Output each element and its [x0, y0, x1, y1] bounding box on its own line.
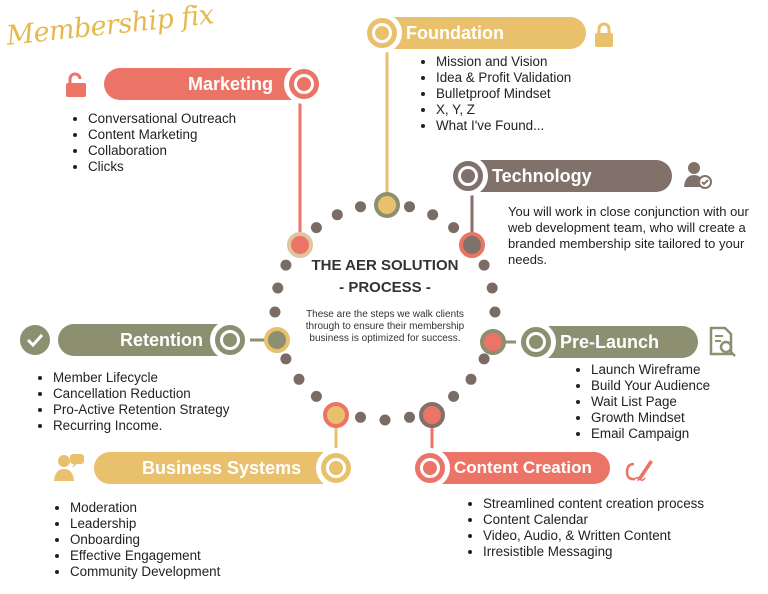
center-description: These are the steps we walk clients thro…: [305, 309, 465, 344]
marketing-title: Marketing: [188, 74, 274, 94]
marketing-list: Conversational Outreach Content Marketin…: [70, 111, 236, 175]
prelaunch-list: Launch Wireframe Build Your Audience Wai…: [573, 362, 710, 442]
lock-icon: [595, 22, 613, 47]
list-item: Idea & Profit Validation: [436, 70, 571, 86]
list-item: Cancellation Reduction: [53, 386, 229, 402]
list-item: Pro-Active Retention Strategy: [53, 402, 229, 418]
list-item: Onboarding: [70, 532, 220, 548]
foundation-node: [374, 192, 400, 218]
content-creation-list: Streamlined content creation process Con…: [465, 496, 704, 560]
foundation-title: Foundation: [406, 23, 504, 43]
ring-dot: [478, 353, 490, 365]
ring-dot: [478, 259, 490, 271]
ring-dot: [465, 373, 477, 385]
retention-list: Member Lifecycle Cancellation Reduction …: [35, 370, 229, 434]
list-item: Content Marketing: [88, 127, 236, 143]
list-item: Effective Engagement: [70, 548, 220, 564]
list-item: Wait List Page: [591, 394, 710, 410]
list-item: Launch Wireframe: [591, 362, 710, 378]
marketing-label: Marketing: [104, 64, 324, 104]
business-systems-ring-icon: [316, 448, 356, 488]
ring-dot: [486, 282, 498, 294]
prelaunch-ring-icon: [516, 322, 556, 362]
list-item: Clicks: [88, 159, 236, 175]
check-circle-icon: [20, 325, 50, 355]
retention-title: Retention: [120, 330, 203, 350]
retention-label: Retention: [58, 320, 250, 360]
ring-dot: [280, 353, 292, 365]
ring-dot: [404, 201, 415, 213]
technology-title: Technology: [492, 166, 592, 186]
ring-dot: [310, 222, 322, 234]
list-item: Leadership: [70, 516, 220, 532]
user-check-icon: [684, 162, 712, 189]
list-item: Collaboration: [88, 143, 236, 159]
list-item: Growth Mindset: [591, 410, 710, 426]
business-systems-label: Business Systems: [94, 448, 356, 488]
ring-dot: [331, 209, 343, 221]
technology-label: Technology: [448, 156, 672, 196]
ring-dot: [272, 282, 284, 294]
person-chat-icon: [54, 454, 84, 481]
center-title: THE AER SOLUTION: [311, 257, 459, 274]
list-item: Mission and Vision: [436, 54, 571, 70]
ring-dot: [355, 201, 366, 213]
content-creation-title: Content Creation: [454, 458, 592, 477]
list-item: Bulletproof Mindset: [436, 86, 571, 102]
technology-text: You will work in close conjunction with …: [508, 204, 749, 267]
list-item: Member Lifecycle: [53, 370, 229, 386]
prelaunch-node: [480, 329, 506, 355]
list-item: What I've Found...: [436, 118, 571, 134]
content-creation-node: [419, 402, 445, 428]
list-item: Conversational Outreach: [88, 111, 236, 127]
ring-dot: [310, 390, 322, 402]
list-item: Build Your Audience: [591, 378, 710, 394]
ring-dot: [427, 209, 439, 221]
list-item: Irresistible Messaging: [483, 544, 704, 560]
technology-ring-icon: [448, 156, 488, 196]
content-creation-label: Content Creation: [410, 448, 610, 488]
document-search-icon: [709, 326, 736, 357]
center-subtitle: - PROCESS -: [339, 279, 431, 296]
ring-dot: [448, 390, 460, 402]
ring-dot: [293, 373, 305, 385]
list-item: Content Calendar: [483, 512, 704, 528]
foundation-list: Mission and Vision Idea & Profit Validat…: [418, 54, 571, 134]
foundation-label: Foundation: [362, 13, 586, 53]
business-systems-node: [323, 402, 349, 428]
list-item: X, Y, Z: [436, 102, 571, 118]
pen-write-icon: [625, 460, 653, 482]
list-item: Moderation: [70, 500, 220, 516]
ring-dot: [355, 411, 366, 423]
list-item: Video, Audio, & Written Content: [483, 528, 704, 544]
unlock-icon: [66, 72, 86, 97]
content-creation-ring-icon: [410, 448, 450, 488]
marketing-ring-icon: [284, 64, 324, 104]
node-markers: [264, 192, 506, 428]
ring-dot: [448, 222, 460, 234]
ring-dot: [404, 411, 415, 423]
technology-node: [459, 232, 485, 258]
ring-dot: [489, 306, 501, 318]
marketing-node: [287, 232, 313, 258]
foundation-ring-icon: [362, 13, 402, 53]
list-item: Community Development: [70, 564, 220, 580]
retention-ring-icon: [210, 320, 250, 360]
business-systems-title: Business Systems: [142, 458, 302, 478]
prelaunch-title: Pre-Launch: [560, 332, 660, 352]
retention-node: [264, 327, 290, 353]
list-item: Recurring Income.: [53, 418, 229, 434]
ring-dot: [280, 259, 292, 271]
prelaunch-label: Pre-Launch: [516, 322, 698, 362]
list-item: Email Campaign: [591, 426, 710, 442]
list-item: Streamlined content creation process: [483, 496, 704, 512]
ring-dot: [269, 306, 281, 318]
business-systems-list: Moderation Leadership Onboarding Effecti…: [52, 500, 220, 580]
ring-dot: [379, 414, 391, 426]
